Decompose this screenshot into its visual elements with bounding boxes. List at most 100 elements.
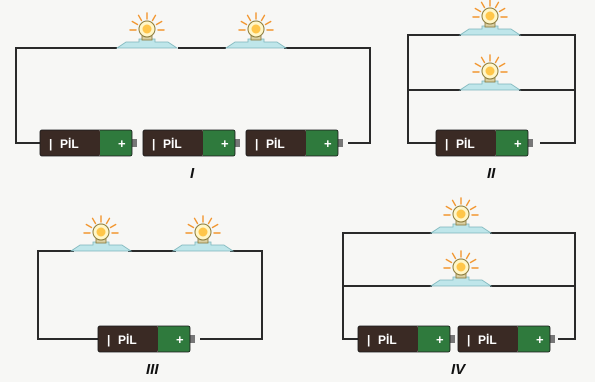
circuit-1-battery-3-plus-sign: + (324, 136, 332, 151)
circuit-1-battery-1-terminal (132, 139, 137, 147)
circuit-1-battery-3-outline (245, 129, 339, 157)
circuit-4-battery-2-terminal (550, 335, 555, 343)
circuit-4-battery-2-plus-sign: + (536, 332, 544, 347)
circuit-4-bulb-2 (429, 250, 493, 287)
circuit-2-battery-1-negative-side (436, 130, 496, 156)
circuit-3-battery-1-plus-sign: + (176, 332, 184, 347)
circuit-1-battery-1-plus-sign: + (118, 136, 126, 151)
circuit-4-battery-1-outline (357, 325, 451, 353)
circuit-4-battery-2: | PİL + (457, 325, 555, 353)
circuit-4-label: IV (451, 361, 467, 378)
circuit-2-label: II (487, 165, 496, 182)
circuit-4-battery-2-neg-mark: | (467, 333, 470, 347)
circuit-1-battery-3-neg-mark: | (255, 137, 258, 151)
circuit-2-bulb-1-glow (485, 11, 495, 21)
circuit-1-label: I (190, 165, 195, 182)
circuit-1-battery-3-negative-side (246, 130, 306, 156)
circuit-1-battery-2-label: PİL (163, 136, 182, 151)
circuit-4-battery-2-outline (457, 325, 551, 353)
circuit-2-bulb-1-rays (472, 0, 508, 18)
circuit-2-bulb-2-socket (458, 80, 522, 91)
circuit-1-battery-2-negative-side (143, 130, 203, 156)
circuit-4-bulb-2-socket (429, 276, 493, 287)
circuit-4-battery-1-neg-mark: | (367, 333, 370, 347)
circuit-3-bulb-1-socket (69, 241, 133, 252)
circuit-4-battery-1-terminal (450, 335, 455, 343)
circuit-1-battery-2-terminal (235, 139, 240, 147)
circuit-4-battery-2-label: PİL (478, 332, 497, 347)
circuit-2-bulb-1-socket (458, 25, 522, 36)
circuit-2-bulb-2 (458, 54, 522, 91)
circuit-4-battery-2-negative-side (458, 326, 518, 352)
circuit-3: | PİL + III (37, 215, 263, 378)
circuit-1-bulb-2-rays (238, 12, 274, 31)
circuit-2-battery-1-label: PİL (456, 136, 475, 151)
circuit-1-battery-1-positive-side (100, 130, 132, 156)
circuit-1-battery-1: |PİL+ (39, 129, 137, 157)
circuit-1: |PİL+ |PİL+ |PİL+ I (15, 12, 371, 182)
circuit-1-bulb-2-glow (251, 24, 261, 34)
circuit-4-battery-1-negative-side (358, 326, 418, 352)
circuit-1-bulb-1 (115, 12, 179, 49)
circuit-3-battery-1-outline (97, 325, 191, 353)
circuit-1-battery-3: | PİL + (245, 129, 343, 157)
circuit-1-bulb-1-socket (115, 38, 179, 49)
circuit-3-bulb-1 (69, 215, 133, 252)
circuit-4-bulb-1-rays (443, 197, 479, 216)
circuit-1-battery-3-label: PİL (266, 136, 285, 151)
circuit-4-bulb-1 (429, 197, 493, 234)
circuit-2-battery-1-plus-sign: + (514, 136, 522, 151)
circuit-1-bulb-1-glow (142, 24, 152, 34)
circuit-2-bulb-1 (458, 0, 522, 36)
circuit-1-battery-2-plus-sign: + (221, 136, 229, 151)
circuit-4-battery-1: | PİL + (357, 325, 455, 353)
circuit-3-wire (37, 250, 263, 340)
circuit-3-bulb-1-rays (83, 215, 119, 234)
circuit-3-battery-1-negative-side (98, 326, 158, 352)
circuit-2-bulb-2-rays (472, 54, 508, 73)
circuit-3-bulb-1-glow (96, 227, 106, 237)
circuit-3-bulb-2-rays (185, 215, 221, 234)
circuit-3-bulb-2-socket (171, 241, 235, 252)
circuit-1-battery-1-neg-mark: | (49, 137, 52, 151)
circuit-1-battery-2-neg-mark: | (152, 137, 155, 151)
circuit-3-bulb-2-glow (198, 227, 208, 237)
circuit-4-battery-1-label: PİL (378, 332, 397, 347)
circuit-1-bulb-2-socket (224, 38, 288, 49)
circuit-1-battery-1-outline (39, 129, 133, 157)
circuit-4-battery-1-positive-side (418, 326, 450, 352)
circuit-2-battery-1-outline (435, 129, 529, 157)
circuit-1-battery-1-negative-side (40, 130, 100, 156)
circuit-1-bulb-1-rays (129, 12, 165, 31)
circuit-2-battery-1: | PİL + (435, 129, 533, 157)
circuit-1-bulb-2 (224, 12, 288, 49)
circuit-1-wire (15, 47, 371, 144)
circuit-4-bulb-2-glow (456, 262, 466, 272)
circuit-3-label: III (146, 361, 159, 378)
circuit-1-battery-2-positive-side (203, 130, 235, 156)
circuit-2: | PİL + II (407, 0, 576, 182)
circuit-2-bulb-2-glow (485, 66, 495, 76)
circuit-1-battery-3-positive-side (306, 130, 338, 156)
circuit-3-bulb-2 (171, 215, 235, 252)
circuit-4-battery-1-plus-sign: + (436, 332, 444, 347)
circuit-4-bulb-1-socket (429, 223, 493, 234)
circuit-3-battery-1: | PİL + (97, 325, 195, 353)
circuit-2-battery-1-positive-side (496, 130, 528, 156)
circuit-3-battery-1-label: PİL (118, 332, 137, 347)
circuit-4: | PİL + | PİL + IV (342, 197, 576, 378)
circuit-4-bulb-1-glow (456, 209, 466, 219)
circuit-1-battery-3-terminal (338, 139, 343, 147)
circuit-2-battery-1-neg-mark: | (445, 137, 448, 151)
circuit-4-battery-2-positive-side (518, 326, 550, 352)
circuit-3-battery-1-terminal (190, 335, 195, 343)
circuit-2-battery-1-terminal (528, 139, 533, 147)
circuit-3-battery-1-positive-side (158, 326, 190, 352)
circuit-4-wire (342, 232, 576, 340)
circuit-1-battery-2: | PİL + (142, 129, 240, 157)
circuit-3-battery-1-neg-mark: | (107, 333, 110, 347)
circuit-2-wire (407, 34, 576, 144)
circuit-4-bulb-2-rays (443, 250, 479, 269)
circuit-1-battery-2-outline (142, 129, 236, 157)
